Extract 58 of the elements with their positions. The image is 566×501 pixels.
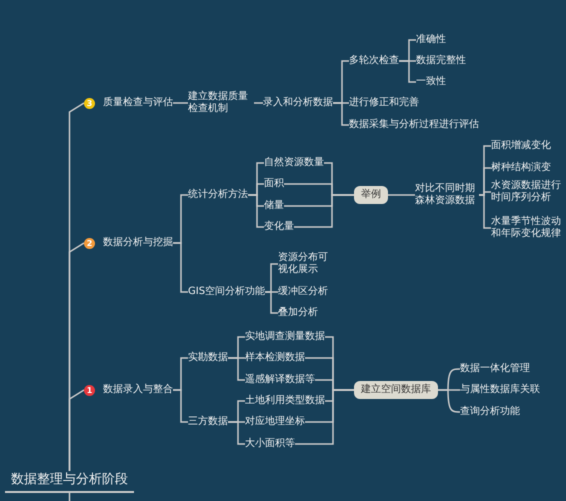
connector [254, 102, 263, 104]
branch-label: 遥感解译数据等 [245, 374, 315, 386]
branch-label: 面积增减变化 [491, 140, 551, 152]
topic-label: 数据录入与整合 [103, 384, 173, 396]
connector [173, 242, 188, 293]
branch-label: 与属性数据库关联 [460, 384, 540, 396]
root-title: 数据整理与分析阶段 [5, 471, 134, 493]
connector [333, 102, 349, 126]
topic-label: 质量检查与评估 [103, 97, 173, 109]
branch-label: 准确性 [416, 34, 446, 46]
connector [228, 421, 245, 445]
branch-label: 对比不同时期森林资源数据 [415, 183, 479, 207]
branch-label: 进行修正和完善 [349, 97, 419, 109]
connector [265, 291, 278, 314]
connector [173, 102, 188, 104]
connector [173, 389, 188, 423]
branch-label: 实勘数据 [188, 352, 228, 364]
summary-bracket [295, 389, 354, 445]
connector [388, 194, 415, 196]
branch-label: 数据采集与分析过程进行评估 [349, 119, 479, 131]
branch-label: 数据一体化管理 [460, 363, 530, 375]
branch-label: 面积 [264, 178, 284, 190]
branch-label: 建立数据质量检查机制 [188, 91, 254, 115]
branch-label: 叠加分析 [278, 307, 318, 319]
number-badge: 1 [84, 384, 95, 396]
connector [68, 389, 84, 471]
branch-label: 实地调查测量数据 [245, 331, 325, 343]
branch-label: 统计分析方法 [188, 189, 248, 201]
branch-label: 数据完整性 [416, 55, 466, 67]
connector [399, 60, 416, 83]
branch-label: 树种结构演变 [491, 162, 551, 174]
branch-label: 一致性 [416, 76, 446, 88]
branch-label: 对应地理坐标 [245, 416, 305, 428]
connector [479, 194, 491, 229]
branch-label: 水量季节性波动和年际变化规律 [491, 216, 563, 240]
summary-bracket [294, 194, 354, 228]
topic-label: 数据分析与挖掘 [103, 237, 173, 249]
number-badge: 2 [84, 238, 95, 248]
branch-label: 三方数据 [188, 416, 228, 428]
branch-label: 大小面积等 [245, 438, 295, 450]
summary-box: 举例 [354, 186, 388, 204]
branch-label: 查询分析功能 [460, 406, 520, 418]
branch-label: 缓冲区分析 [278, 286, 328, 298]
branch-label: 土地利用类型数据 [245, 395, 325, 407]
connector [228, 357, 245, 381]
branch-label: 水资源数据进行时间序列分析 [491, 180, 563, 204]
connector [438, 389, 460, 413]
number-badge: 3 [84, 98, 95, 108]
branch-label: 录入和分析数据 [263, 97, 333, 109]
summary-box: 建立空间数据库 [354, 381, 438, 399]
branch-label: 储量 [264, 200, 284, 212]
branch-label: 自然资源数量 [264, 157, 324, 169]
branch-label: 资源分布可视化展示 [278, 252, 330, 276]
connector [248, 194, 264, 228]
branch-label: 样本检测数据 [245, 352, 305, 364]
branch-label: 变化量 [264, 221, 294, 233]
branch-label: GIS空间分析功能 [188, 286, 266, 298]
branch-label: 多轮次检查 [349, 55, 399, 67]
